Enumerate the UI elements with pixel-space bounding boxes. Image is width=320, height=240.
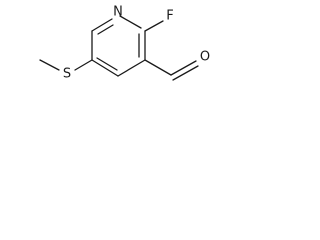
bond-c2-f [144,20,164,32]
atom-label-oxygen: O [200,50,210,65]
chemical-structure-diagram: N F O S [39,5,210,82]
bond-c3-cho [144,59,172,76]
bond-cho-o-1 [170,60,197,76]
atom-label-fluorine: F [166,9,173,24]
bond-c4-c5 [91,59,119,77]
bond-c5-s [74,59,93,71]
atom-label-nitrogen: N [113,5,123,20]
bond-n1-c2 [119,15,142,29]
bond-c4-c5-inner [96,57,118,71]
bond-c3-c4 [117,59,146,77]
bond-cho-o-2 [172,65,199,81]
atom-label-sulfur: S [63,67,71,82]
bond-s-ch3 [39,59,60,71]
bond-c6-n1-inner [97,24,114,35]
bond-c6-n1 [91,18,113,32]
